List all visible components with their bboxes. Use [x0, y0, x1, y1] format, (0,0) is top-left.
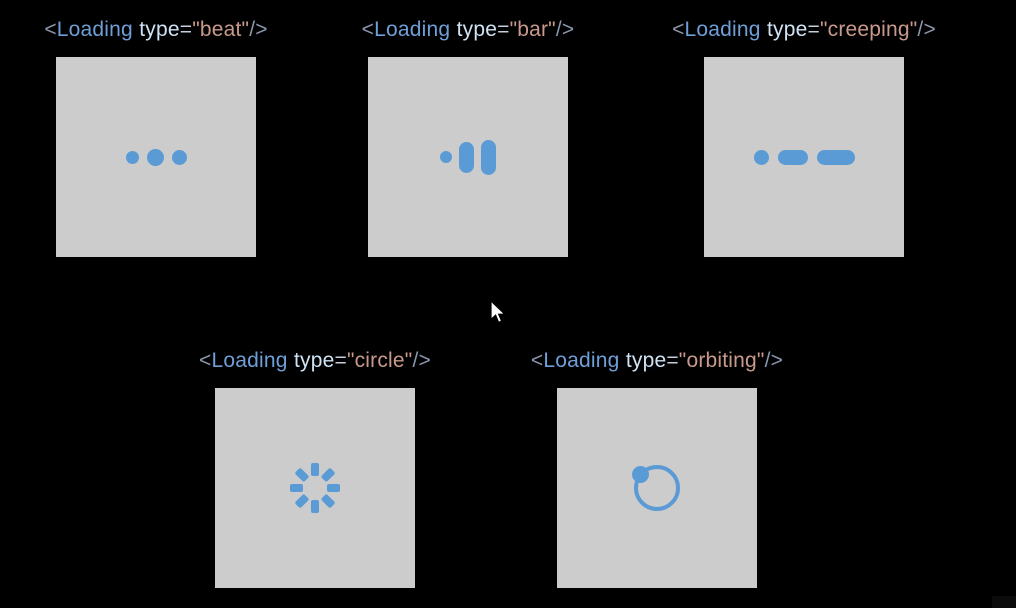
demo-panel-orbiting [557, 388, 757, 588]
bar-segment-3 [481, 139, 496, 175]
caption-equals: = [334, 349, 347, 372]
caption-open-bracket: < [199, 349, 212, 372]
caption-tag-name: Loading [211, 349, 288, 372]
caption-equals: = [179, 18, 193, 41]
caption-equals: = [497, 18, 510, 41]
creeping-segment-1 [753, 149, 769, 165]
caption-tag-name: Loading [543, 349, 620, 372]
circle-tick-1 [311, 463, 319, 476]
caption-beat: <Loading type="beat"/> [44, 19, 267, 40]
beat-dot-1 [125, 150, 139, 164]
caption-attr-name: type [625, 349, 667, 372]
circle-tick-2 [320, 467, 336, 483]
beat-dot-2 [146, 148, 164, 166]
caption-close-bracket: /> [764, 349, 784, 372]
orbiting-dot [632, 466, 649, 483]
demo-panel-beat [56, 57, 256, 257]
caption-attr-value: "bar" [509, 18, 556, 41]
caption-tag-name: Loading [684, 18, 761, 41]
caption-equals: = [807, 18, 820, 41]
circle-tick-8 [294, 467, 310, 483]
circle-tick-4 [320, 493, 336, 509]
loader-orbiting [631, 462, 683, 514]
loader-bar [440, 139, 496, 175]
caption-equals: = [666, 349, 679, 372]
creeping-segment-2 [777, 149, 808, 165]
caption-tag-name: Loading [374, 18, 451, 41]
caption-attr-name: type [456, 18, 498, 41]
caption-tag-name: Loading [56, 18, 133, 41]
loader-beat [125, 148, 187, 166]
caption-attr-value: "beat" [192, 18, 250, 41]
mouse-cursor-icon [490, 299, 508, 326]
caption-attr-name: type [766, 18, 808, 41]
circle-tick-3 [327, 484, 340, 492]
caption-attr-value: "orbiting" [678, 349, 765, 372]
circle-tick-5 [311, 500, 319, 513]
loader-circle [290, 463, 340, 513]
caption-attr-name: type [293, 349, 335, 372]
caption-attr-name: type [139, 18, 180, 41]
corner-artifact [992, 596, 1016, 608]
loader-creeping [753, 149, 855, 165]
caption-attr-value: "creeping" [819, 18, 918, 41]
caption-close-bracket: /> [555, 18, 575, 41]
orbiting-ring [634, 465, 680, 511]
creeping-segment-3 [816, 149, 855, 165]
demo-panel-bar [368, 57, 568, 257]
circle-tick-6 [294, 493, 310, 509]
demo-panel-circle [215, 388, 415, 588]
caption-open-bracket: < [361, 18, 375, 41]
circle-tick-7 [290, 484, 303, 492]
demo-panel-creeping [704, 57, 904, 257]
caption-close-bracket: /> [249, 18, 268, 41]
caption-close-bracket: /> [412, 349, 431, 372]
caption-open-bracket: < [672, 18, 685, 41]
caption-open-bracket: < [44, 18, 57, 41]
bar-segment-1 [440, 151, 452, 163]
beat-dot-3 [171, 149, 187, 165]
caption-attr-value: "circle" [346, 349, 413, 372]
caption-open-bracket: < [530, 349, 544, 372]
caption-close-bracket: /> [917, 18, 936, 41]
bar-segment-2 [459, 141, 474, 173]
